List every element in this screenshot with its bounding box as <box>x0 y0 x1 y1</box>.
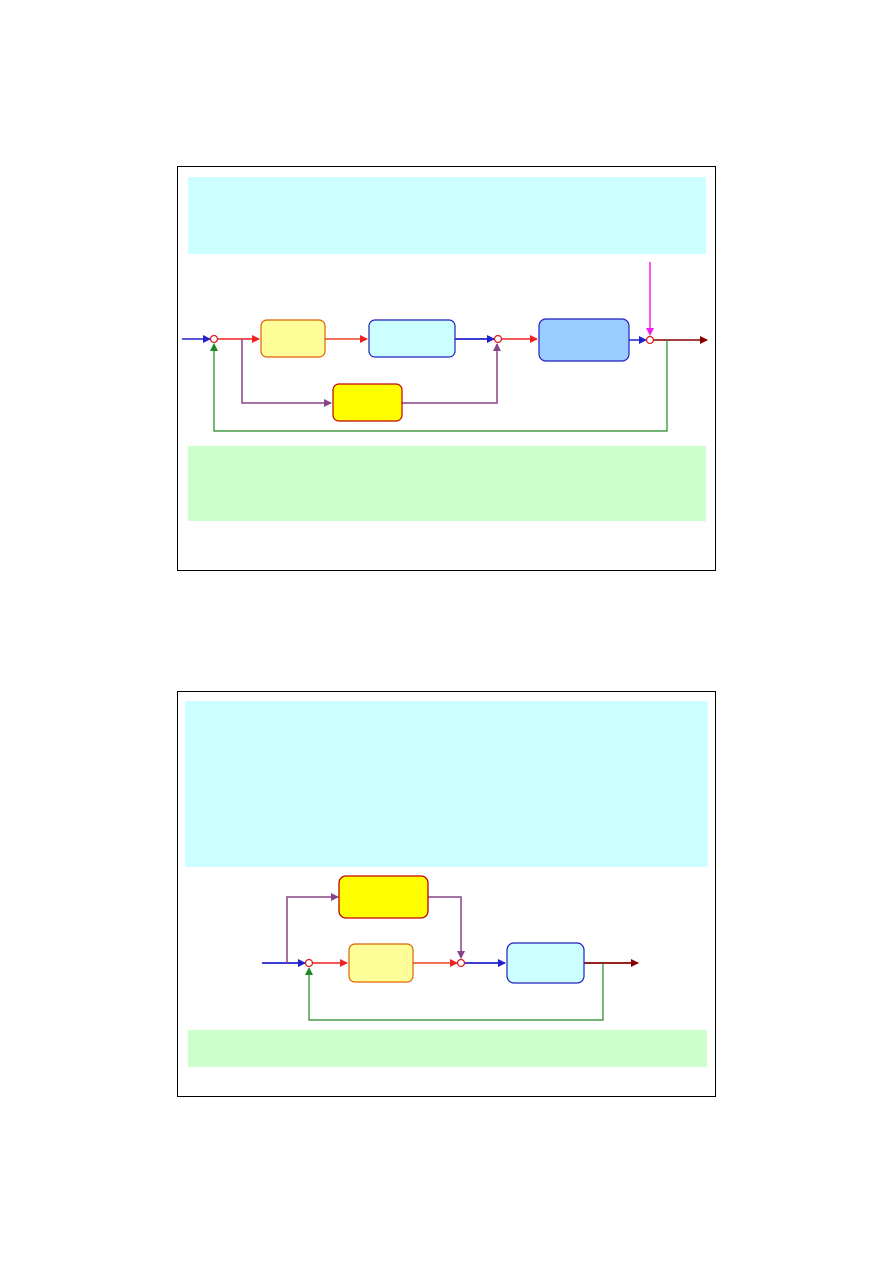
slide-1-top-panel <box>188 177 706 254</box>
s1-summing-junction-disturbance <box>645 335 655 345</box>
s2-process-block <box>506 942 585 984</box>
s1-feedforward-to-sum <box>402 343 501 404</box>
s1-summing-junction-error <box>209 334 219 344</box>
slide-1 <box>177 166 716 571</box>
s2-feedforward-to-sum <box>428 896 465 959</box>
slide-2 <box>177 691 716 1097</box>
slide-2-bottom-panel <box>188 1030 707 1067</box>
s1-feedback-loop <box>210 340 668 432</box>
s2-summing-junction-error <box>304 958 314 968</box>
s2-controller-block <box>348 943 414 983</box>
s1-actuator-block <box>368 319 456 358</box>
s2-summing-junction-feedforward <box>456 958 466 968</box>
slide-2-top-panel <box>185 701 708 867</box>
s1-summing-junction-feedforward <box>493 334 503 344</box>
s2-feedback-loop <box>305 963 604 1021</box>
slide-1-bottom-panel <box>188 446 706 521</box>
s1-process-block <box>538 318 630 362</box>
s1-feedforward-block <box>332 383 403 422</box>
s2-feedforward-branch <box>286 893 339 963</box>
s2-feedforward-block <box>338 875 429 919</box>
s1-feedforward-branch <box>241 339 332 407</box>
s1-controller-block <box>260 319 326 358</box>
